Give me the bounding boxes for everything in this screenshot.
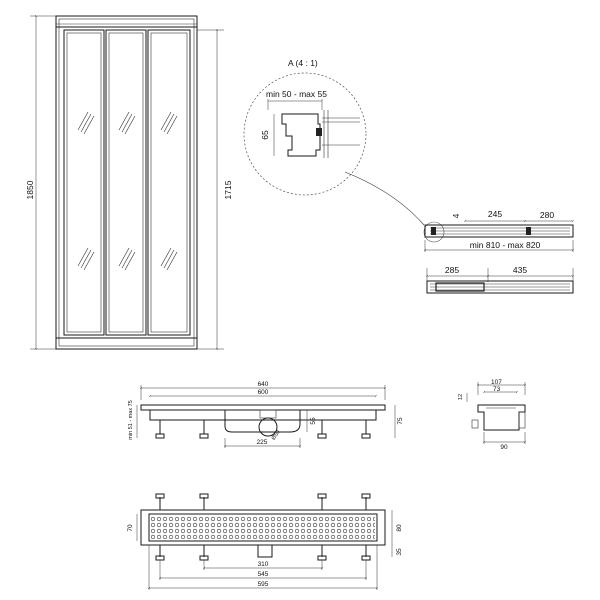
dim-outlet-drop: 35 xyxy=(396,548,403,556)
dim-595: 595 xyxy=(258,581,269,588)
dim-outlet-pos: 225 xyxy=(257,439,268,446)
dim-outlet-dia: Ø50 xyxy=(271,429,282,441)
drain-side-view: 640 600 min 51 - max 75 75 55 225 Ø50 xyxy=(128,381,404,448)
dim-flange: 12 xyxy=(458,394,464,400)
dim-310: 310 xyxy=(258,561,269,568)
dim-offset: 4 xyxy=(451,213,461,218)
detail-a-depth: 65 xyxy=(260,130,270,140)
drain-section-view: 107 73 12 90 xyxy=(458,379,527,451)
detail-a: A (4 : 1) min 50 - max 55 65 xyxy=(243,58,425,226)
dim-top-inner: 73 xyxy=(493,386,501,393)
dim-bottom: 90 xyxy=(500,444,508,451)
dim-pipe-height: 55 xyxy=(310,417,317,425)
detail-a-gap: min 50 - max 55 xyxy=(266,89,327,99)
dim-545: 545 xyxy=(258,571,269,578)
door-front-view: 1850 1715 xyxy=(25,14,233,351)
dim-plan-left: 70 xyxy=(127,524,134,532)
detail-a-title: A (4 : 1) xyxy=(288,58,318,68)
dim-height-total: 1850 xyxy=(25,180,35,199)
dim-panel-b: 280 xyxy=(540,210,554,220)
dim-height-door: 1715 xyxy=(223,180,233,199)
top-section-open: 285 435 xyxy=(425,265,575,294)
dim-panel-a: 245 xyxy=(488,209,502,219)
dim-top-outer: 107 xyxy=(491,379,502,386)
drain-plan-view: 70 80 35 310 545 595 xyxy=(127,493,403,590)
dim-plan-right: 80 xyxy=(396,524,403,532)
dim-open-right: 435 xyxy=(513,265,527,275)
dim-width-range: min 810 - max 820 xyxy=(470,240,541,250)
dim-overall: 640 xyxy=(258,381,269,388)
top-section-closed: 4 245 280 min 810 - max 820 xyxy=(423,209,575,252)
dim-leg-range: min 51 - max 75 xyxy=(128,400,134,439)
dim-open-left: 285 xyxy=(445,265,459,275)
dim-right-height: 75 xyxy=(397,417,404,425)
dim-inner: 600 xyxy=(258,389,269,396)
